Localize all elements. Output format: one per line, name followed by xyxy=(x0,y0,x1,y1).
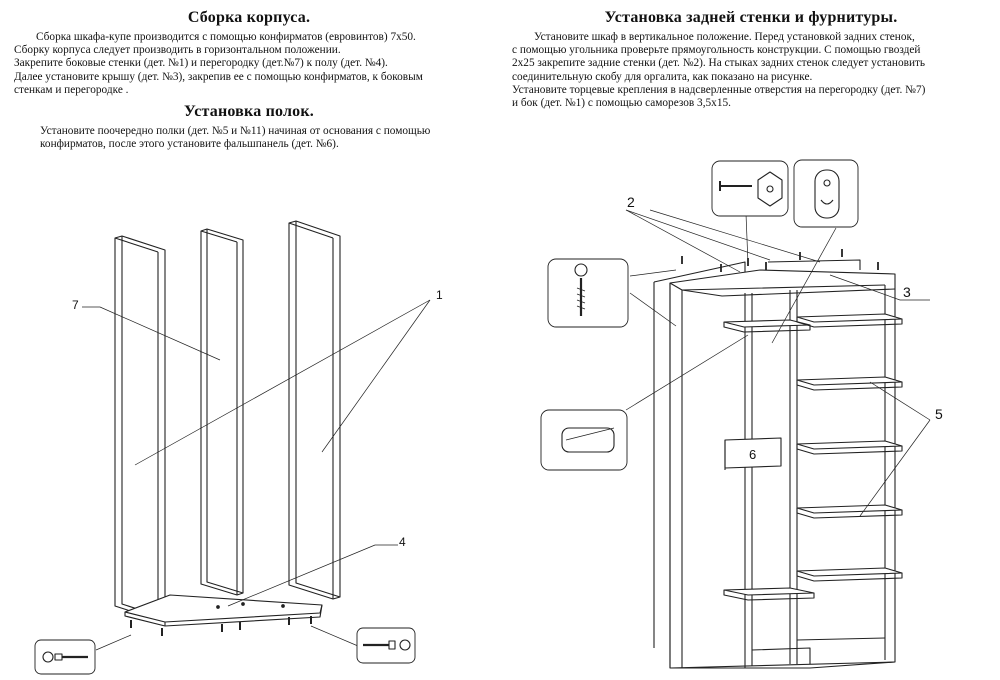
body-assembly-line: Закрепите боковые стенки (дет. №1) и пер… xyxy=(14,57,388,70)
shelves-line: Установите поочередно полки (дет. №5 и №… xyxy=(40,125,431,138)
panel-partition-7 xyxy=(114,235,166,621)
confirmat-callout-left xyxy=(34,639,96,675)
back-wall-line: Установите шкаф в вертикальное положение… xyxy=(534,31,915,43)
false-panel-6 xyxy=(724,437,782,470)
nail-bracket-callout xyxy=(711,160,789,217)
end-fitting-callout xyxy=(540,409,628,471)
hanger-mount-callout xyxy=(793,159,859,228)
figure-wardrobe xyxy=(540,159,931,669)
panel-side-wall-1b xyxy=(288,220,341,600)
left-text-column: Сборка корпуса. Сборка шкафа-купе произв… xyxy=(14,0,484,151)
back-wall-panels xyxy=(653,259,861,648)
wardrobe-carcass xyxy=(669,269,896,669)
label-part-3: 3 xyxy=(903,284,911,300)
back-wall-line: 2х25 закрепите задние стенки (дет. №2). … xyxy=(512,57,926,70)
right-shelves xyxy=(796,313,903,582)
heading-back-wall: Установка задней стенки и фурнитуры. xyxy=(604,9,898,26)
label-part-2: 2 xyxy=(627,194,635,210)
body-assembly-line: Сборка шкафа-купе производится с помощью… xyxy=(36,31,416,43)
left-shelves xyxy=(723,319,815,601)
back-wall-line: с помощью угольника проверьте прямоуголь… xyxy=(512,44,921,57)
back-wall-line: Установите торцевые крепления в надсверл… xyxy=(512,83,926,96)
panel-floor-4 xyxy=(124,594,323,627)
body-assembly-line: Сборку корпуса следует производить в гор… xyxy=(14,44,341,57)
label-part-6: 6 xyxy=(749,447,756,462)
figure1-leaders xyxy=(82,299,431,651)
label-part-7: 7 xyxy=(72,298,79,312)
back-wall-line: и бок (дет. №1) с помощью саморезов 3,5х… xyxy=(512,97,731,110)
right-text-column: Установка задней стенки и фурнитуры. Уст… xyxy=(512,0,990,110)
figure-body-assembly xyxy=(34,220,431,675)
screw-callout xyxy=(547,258,629,328)
panel-side-wall-1a xyxy=(200,228,244,596)
body-assembly-line: стенкам и перегородке . xyxy=(14,83,129,96)
back-wall-line: соединительную скобу для оргалита, как п… xyxy=(512,70,813,83)
confirmat-callout-right xyxy=(356,627,416,664)
body-assembly-line: Далее установите крышу (дет. №3), закреп… xyxy=(14,70,423,83)
label-part-5: 5 xyxy=(935,406,943,422)
heading-shelves: Установка полок. xyxy=(183,103,314,121)
floor-screws xyxy=(130,616,312,636)
label-part-1: 1 xyxy=(436,288,443,302)
figure2-leaders xyxy=(625,209,931,517)
shelves-line: конфирматов, после этого установите фаль… xyxy=(40,138,339,151)
label-part-4: 4 xyxy=(399,535,406,549)
heading-body-assembly: Сборка корпуса. xyxy=(187,9,311,26)
